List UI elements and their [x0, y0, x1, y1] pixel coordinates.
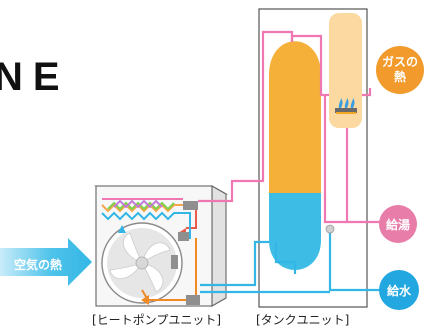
brand-wordmark: NE — [0, 55, 70, 99]
gas-heat-bubble: ガスの 熱 — [376, 46, 424, 94]
air-heat-label: 空気の熱 — [14, 258, 63, 272]
hot-water-tank — [269, 41, 321, 270]
hot-water-outlet-bubble: 給湯 — [379, 205, 417, 243]
connecting-pipes — [198, 30, 294, 287]
heat-exchanger-coils — [101, 198, 183, 221]
tank-valve — [325, 224, 335, 234]
air-intake-arrow — [0, 238, 92, 286]
tank-pipes — [200, 34, 381, 294]
heat-pump-unit-label: [ヒートポンプユニット] — [92, 313, 222, 327]
gas-heater-unit — [329, 13, 362, 128]
tank-unit-label: [タンクユニット] — [256, 313, 350, 327]
burner-icon — [335, 98, 357, 114]
water-supply-bubble: 給水 — [379, 270, 419, 310]
components — [171, 201, 200, 305]
fan-icon — [101, 222, 183, 304]
